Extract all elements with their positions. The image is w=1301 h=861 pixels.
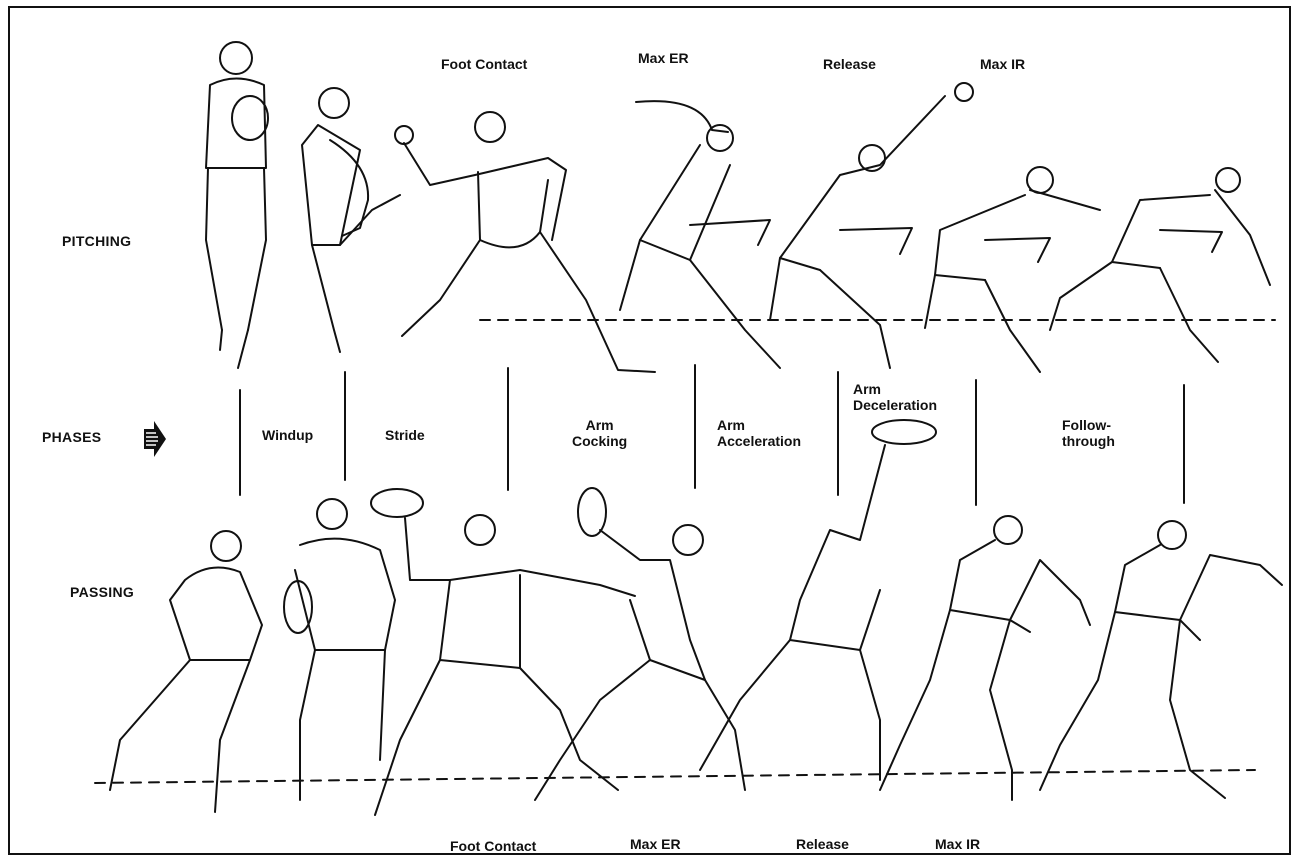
pitcher-figure-5 <box>770 83 973 368</box>
phases-row-label: PHASES <box>42 429 101 445</box>
pitcher-figure-1 <box>206 42 268 368</box>
pitcher-figure-2 <box>302 88 400 352</box>
top-release-label: Release <box>823 56 876 72</box>
passer-figure-1 <box>110 531 262 812</box>
pitcher-figure-4 <box>620 101 780 368</box>
phase-label-arm-deceleration: Arm Deceleration <box>853 381 937 413</box>
phase-label-follow-through: Follow- through <box>1062 417 1115 449</box>
bottom-release-label: Release <box>796 836 849 852</box>
passer-figure-7 <box>1040 521 1282 798</box>
top-foot-contact-label: Foot Contact <box>441 56 527 72</box>
pitcher-figure-3 <box>395 112 655 372</box>
passer-figure-3 <box>371 489 635 815</box>
pitcher-figure-7 <box>1050 168 1270 362</box>
right-arrow-icon <box>142 419 168 459</box>
pitching-row-label: PITCHING <box>62 233 131 249</box>
bottom-max-er-label: Max ER <box>630 836 681 852</box>
passer-figure-5 <box>700 420 936 780</box>
passer-figure-4 <box>535 488 745 800</box>
phase-label-arm-cocking: Arm Cocking <box>572 417 627 449</box>
phase-label-stride: Stride <box>385 427 425 443</box>
phase-label-windup: Windup <box>262 427 313 443</box>
top-max-ir-label: Max IR <box>980 56 1025 72</box>
passer-figure-6 <box>880 516 1090 800</box>
passer-figure-2 <box>284 499 395 800</box>
pitcher-figure-6 <box>925 167 1100 372</box>
bottom-max-ir-label: Max IR <box>935 836 980 852</box>
top-max-er-label: Max ER <box>638 50 689 66</box>
passing-ground-line <box>95 770 1255 783</box>
passing-row-label: PASSING <box>70 584 134 600</box>
bottom-foot-contact-label: Foot Contact <box>450 838 536 854</box>
phase-label-arm-acceleration: Arm Acceleration <box>717 417 801 449</box>
